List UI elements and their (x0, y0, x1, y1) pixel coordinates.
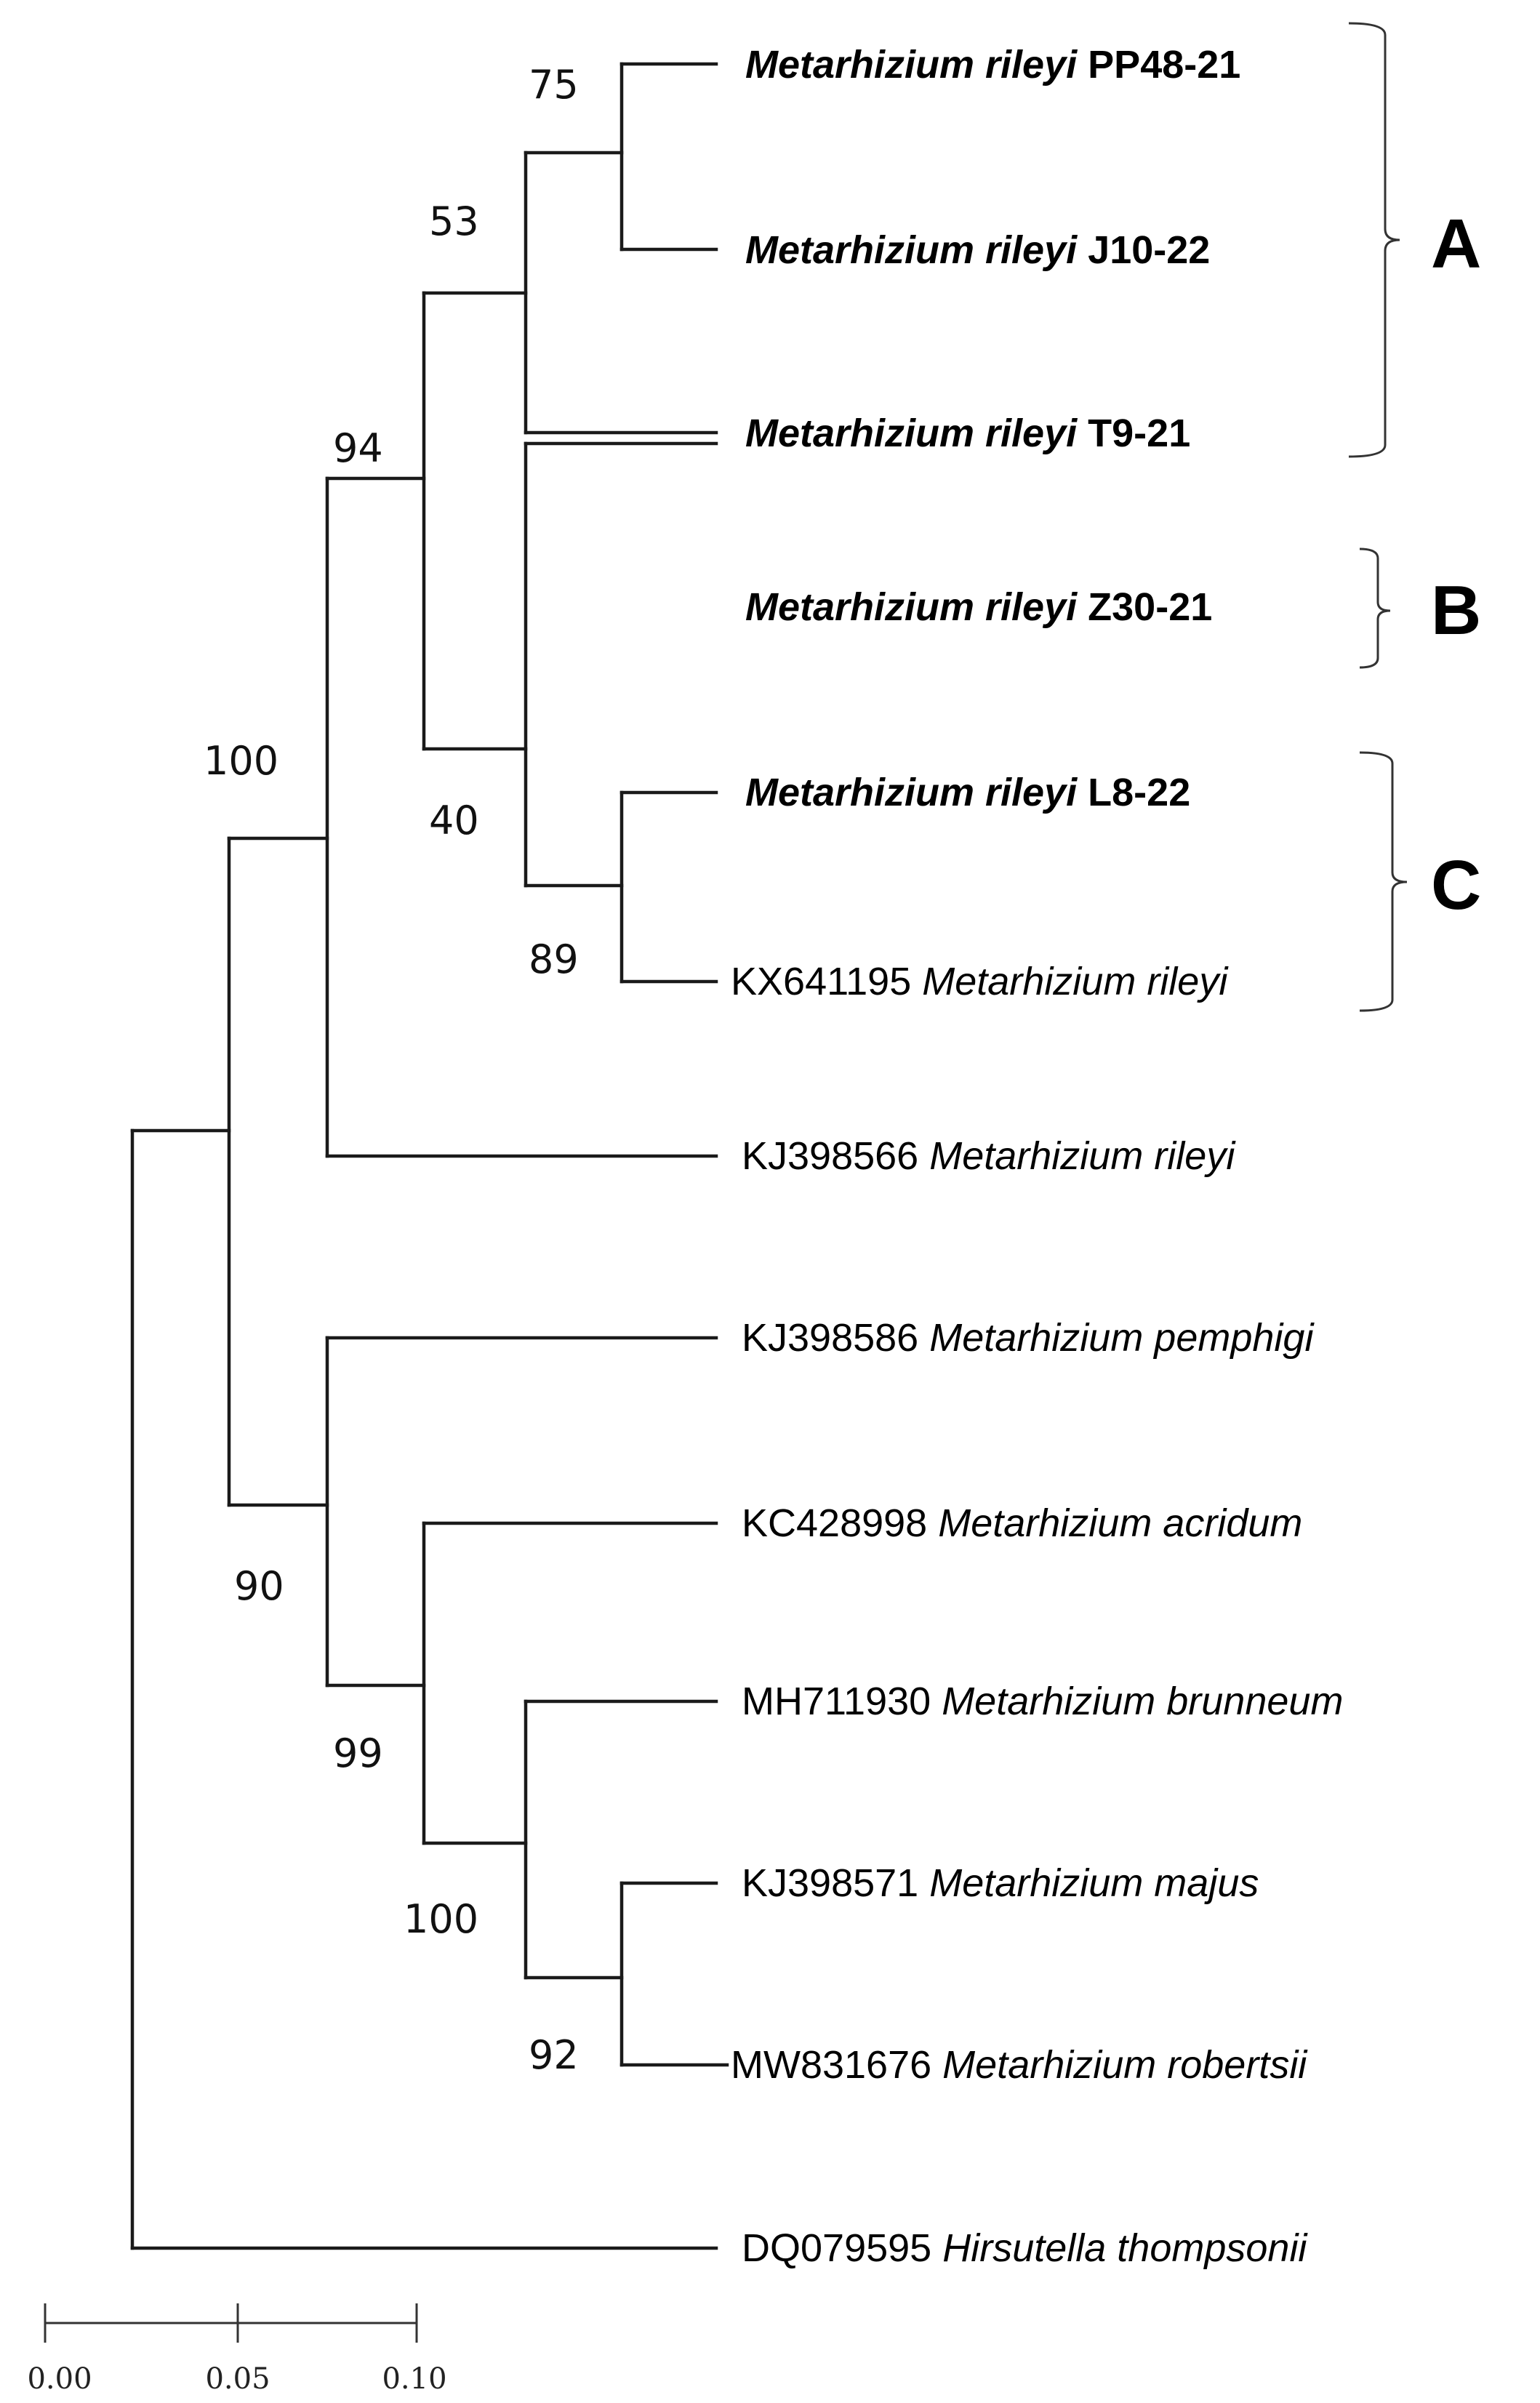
clade-b-bracket (1359, 547, 1391, 669)
taxon-label-kc428998: KC428998 Metarhizium acridum (742, 1501, 1302, 1545)
clade-brackets: A B C (1348, 22, 1481, 1012)
taxon-label-mw831676: MW831676 Metarhizium robertsii (731, 2043, 1308, 2087)
bootstrap-pemphigi-group: 90 (234, 1563, 284, 1609)
bootstrap-brunneum-group: 100 (404, 1896, 478, 1942)
taxon-labels: Metarhizium rileyi PP48-21 Metarhizium r… (731, 43, 1343, 2270)
clade-b-label: B (1431, 571, 1481, 649)
taxon-label-j10: Metarhizium rileyi J10-22 (745, 228, 1210, 272)
scale-bar-label-2: 0.10 (382, 2362, 446, 2396)
bootstrap-bc: 40 (429, 798, 479, 843)
taxon-label-kx641195: KX641195 Metarhizium rileyi (731, 960, 1229, 1003)
scale-bar-label-0: 0.00 (27, 2362, 92, 2396)
bootstrap-l8-kx: 89 (529, 936, 579, 982)
scale-bar-label-1: 0.05 (205, 2362, 270, 2396)
taxon-label-dq079595: DQ079595 Hirsutella thompsonii (742, 2226, 1308, 2270)
taxon-label-mh711930: MH711930 Metarhizium brunneum (742, 1680, 1343, 1723)
taxon-label-t9: Metarhizium rileyi T9-21 (745, 412, 1190, 455)
bootstrap-majus-robertsii: 92 (529, 2032, 579, 2078)
clade-a-bracket (1348, 22, 1400, 458)
scale-bar: 0.00 0.05 0.10 (27, 2303, 447, 2396)
bootstrap-pp48-j10: 75 (529, 62, 579, 108)
bootstrap-values: 75 53 94 100 40 89 90 99 100 92 (204, 62, 579, 2078)
taxon-label-kj398566: KJ398566 Metarhizium rileyi (742, 1134, 1236, 1178)
taxon-label-kj398571: KJ398571 Metarhizium majus (742, 1861, 1259, 1905)
bootstrap-abc: 94 (333, 425, 383, 471)
taxon-label-pp48: Metarhizium rileyi PP48-21 (745, 43, 1240, 87)
bootstrap-clade-a: 53 (429, 198, 479, 244)
taxon-label-z30: Metarhizium rileyi Z30-21 (745, 585, 1212, 629)
clade-a-label: A (1431, 205, 1481, 283)
bootstrap-rileyi: 100 (204, 738, 278, 784)
taxon-label-l8: Metarhizium rileyi L8-22 (745, 771, 1190, 814)
tree-branches (130, 62, 729, 2250)
clade-c-bracket (1359, 751, 1408, 1012)
taxon-label-kj398586: KJ398586 Metarhizium pemphigi (742, 1316, 1315, 1360)
clade-c-label: C (1431, 846, 1481, 924)
bootstrap-acridum-group: 99 (333, 1730, 383, 1776)
